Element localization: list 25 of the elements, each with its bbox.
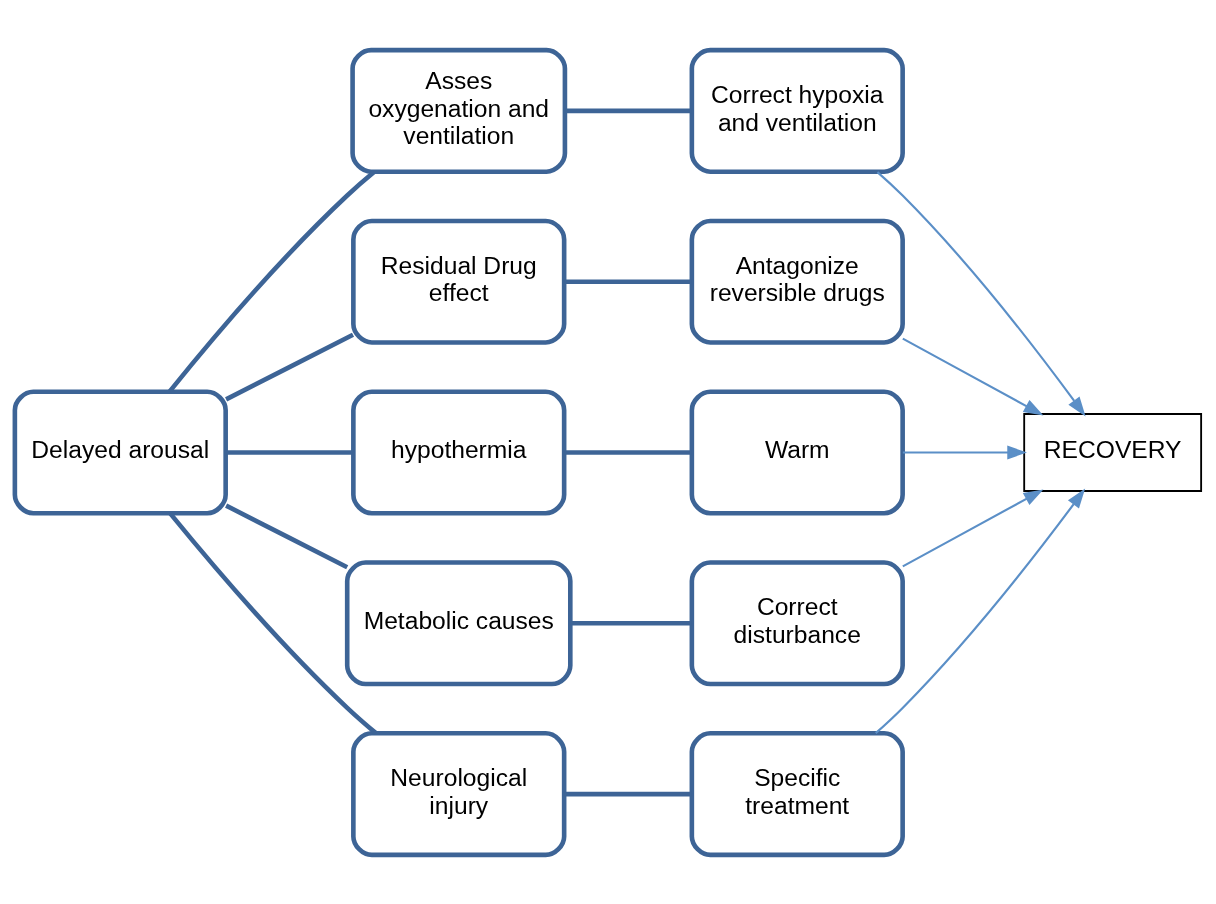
node-box: Neurological injury bbox=[351, 730, 567, 857]
arrow bbox=[902, 489, 1044, 567]
node-box: RECOVERY bbox=[1023, 412, 1203, 492]
arrow bbox=[876, 170, 1086, 416]
connector bbox=[570, 620, 692, 626]
node-box: Specific treatment bbox=[689, 730, 905, 857]
connector bbox=[564, 449, 692, 455]
connector bbox=[564, 791, 692, 796]
connector bbox=[564, 278, 692, 284]
node-box: Residual Drug effect bbox=[351, 218, 567, 345]
node-box: Correct hypoxia and ventilation bbox=[689, 47, 905, 174]
node-box: Delayed arousal bbox=[12, 388, 228, 516]
arrow bbox=[902, 337, 1044, 415]
node-box: Asses oxygenation and ventilation bbox=[350, 47, 568, 174]
connector bbox=[226, 449, 353, 455]
node-box: hypothermia bbox=[351, 388, 567, 516]
connector bbox=[225, 332, 355, 401]
arrow bbox=[902, 445, 1027, 459]
node-box: Metabolic causes bbox=[344, 559, 573, 686]
node-box: Antagonize reversible drugs bbox=[689, 218, 905, 345]
connector bbox=[565, 108, 692, 113]
arrow bbox=[875, 488, 1086, 734]
connector bbox=[225, 503, 349, 569]
node-box: Correct disturbance bbox=[689, 559, 905, 686]
node-box: Warm bbox=[689, 388, 905, 516]
